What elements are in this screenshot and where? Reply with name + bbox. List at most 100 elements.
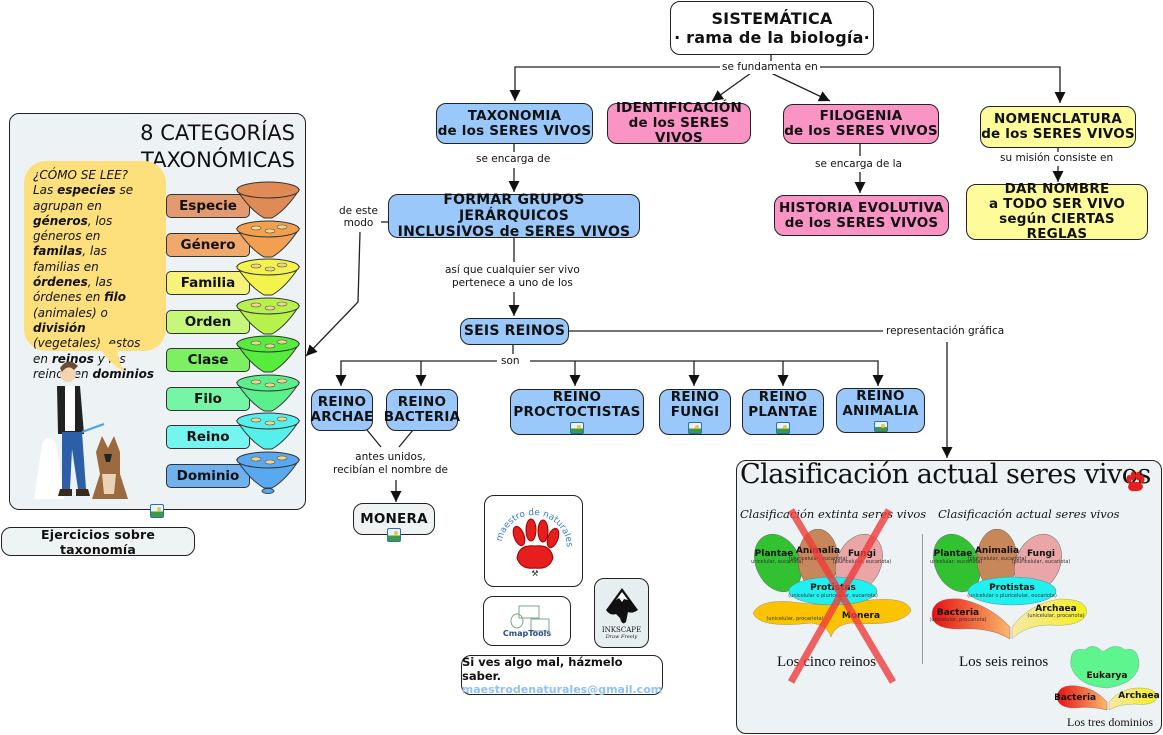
image-resource-icon[interactable] [873,421,888,432]
image-resource-icon[interactable] [776,422,790,434]
bubble-text: , las órdenes en [33,275,113,305]
category-orden: Orden [166,309,250,334]
root-title: SISTEMÁTICA [711,9,833,28]
node-formar-grupos[interactable]: FORMAR GRUPOS JERÁRQUICOS INCLUSIVOS de … [388,192,640,240]
image-resource-icon[interactable] [570,422,584,434]
link-label-antes-unidos: antes unidos, recibían el nombre de [331,451,450,477]
cmaptools-logo[interactable]: CmapTools [483,596,571,646]
petal-plantae: Plantae [755,549,794,559]
node-reino-animalia[interactable]: REINO ANIMALIA [836,388,925,433]
link-label-se-fundamenta-en: se fundamenta en [720,61,820,74]
bubble-bold: familas [33,244,83,259]
bubble-text: , los géneros en [33,213,113,244]
link-label-antes-line2: recibían el nombre de [333,464,448,476]
node-dar-nombre[interactable]: DAR NOMBRE a TODO SER VIVO según CIERTAS… [966,181,1148,242]
node-taxonomia[interactable]: TAXONOMIA de los SERES VIVOS [436,103,593,144]
link-label-de-este-modo: de este modo [337,205,380,229]
reino-animalia-line2: ANIMALIA [842,403,919,419]
node-reino-plantae[interactable]: REINO PLANTAE [742,389,824,435]
reino-plantae-line2: PLANTAE [748,404,818,420]
svg-text:⚒: ⚒ [531,569,538,578]
link-label-modo: modo [343,217,374,229]
petal-plantae-desc: (pluricelular, eucariota) [751,559,803,565]
bubble-bold: reinos [51,351,94,366]
node-filogenia-subtitle: de los SERES VIVOS [784,123,938,139]
root-node-sistematica[interactable]: SISTEMÁTICA · rama de la biología· [670,1,874,55]
bubble-bold: géneros [33,213,88,228]
email-link[interactable]: maestrodenaturales@gmail.com [461,682,663,696]
reino-archae-line2: ARCHAE [310,409,374,425]
speech-bubble: ¿CÓMO SE LEE? Las especies se agrupan en… [24,161,166,381]
ejercicios-link[interactable]: Ejercicios sobre taxonomía [1,526,195,557]
node-reino-archae[interactable]: REINO ARCHAE [311,389,373,431]
petal-archaea: Archaea [1035,604,1076,614]
petal-fungi: Fungi [1027,549,1055,559]
six-kingdoms-diagram: Plantae(pluricelular, eucariota)Animalia… [930,529,1087,639]
image-resource-icon[interactable] [150,504,164,518]
node-nomenclatura-subtitle: de los SERES VIVOS [981,126,1135,142]
node-reino-fungi[interactable]: REINO FUNGI [659,389,731,435]
inkscape-mountain-icon [605,588,638,624]
funnel-especie [235,181,301,219]
inkscape-tagline: Draw Freely [605,634,638,640]
maestro-de-naturales-logo[interactable]: maestro de naturales ⚒ [484,495,583,587]
petal-plantae-desc: (pluricelular, eucariota) [930,559,982,565]
link-label-asi-que-line2: pertenece a uno de los [451,277,573,289]
ejercicios-label: Ejercicios sobre taxonomía [40,526,156,557]
funnel-orden [235,297,301,334]
right-caption: Los seis reinos [959,654,1049,670]
reino-archae-line1: REINO [317,394,367,410]
inkscape-logo[interactable]: INKSCAPE Draw Freely [594,578,649,648]
funnel-dominio [235,451,301,494]
link-label-se-encarga-de: se encarga de [474,153,553,166]
bubble-bold: órdenes [33,275,88,290]
cmaptools-label: CmapTools [502,628,552,638]
bubble-bold: filo [104,290,126,305]
link-label-antes-line1: antes unidos, [355,451,426,463]
link-label-de-este: de este [339,205,378,217]
node-nomenclatura[interactable]: NOMENCLATURA de los SERES VIVOS [980,106,1136,148]
bubble-bold: dominios [92,366,154,381]
petal-bacteria: Bacteria [937,608,979,618]
categorias-title-line1: 8 CATEGORÍAS [140,121,295,145]
image-resource-icon[interactable] [688,422,702,434]
node-filogenia[interactable]: FILOGENIA de los SERES VIVOS [783,104,939,144]
left-subtitle: Clasificación extinta seres vivos [740,507,927,521]
right-subtitle: Clasificación actual seres vivos [938,507,1120,521]
reino-animalia-line1: REINO [856,388,905,404]
petal-fungi-desc: (pluricelular, eucariota) [1012,559,1071,565]
domain-archaea: Archaea [1118,691,1159,701]
node-seis-reinos-label: SEIS REINOS [463,323,566,339]
domains-caption: Los tres dominios [1067,715,1153,729]
node-seis-reinos[interactable]: SEIS REINOS [460,318,569,345]
node-monera-label: MONERA [360,510,428,527]
link-label-representacion-grafica: representación gráfica [884,325,1007,338]
petal-protistas-desc: (unicelular o pluricelular, eucariota) [788,593,878,599]
link-label-asi-que: así que cualquier ser vivo pertenece a u… [443,264,582,290]
category-género: Género [166,232,250,257]
bubble-text: se agrupan en [33,183,134,213]
node-monera[interactable]: MONERA [353,503,435,542]
root-subtitle: · rama de la biología· [674,28,870,47]
node-dar-nombre-line1: DAR NOMBRE [1004,181,1110,197]
bubble-tail [98,344,126,372]
reino-proctoctistas-line2: PROCTOCTISTAS [513,404,641,420]
reino-bacteria-line1: REINO [397,394,447,410]
reino-fungi-line1: REINO [670,389,720,405]
petal-protistas: Protistas [810,583,856,593]
node-reino-proctoctistas[interactable]: REINO PROCTOCTISTAS [510,389,644,435]
node-formar-line1: FORMAR GRUPOS JERÁRQUICOS [443,192,585,224]
node-historia-evolutiva[interactable]: HISTORIA EVOLUTIVA de los SERES VIVOS [774,195,949,236]
petal-bacteria-desc: (unicelular, procariota) [930,617,987,623]
panel-divider [922,534,923,664]
node-reino-bacteria[interactable]: REINO BACTERIA [384,389,460,431]
node-nomenclatura-title: NOMENCLATURA [993,111,1123,127]
link-label-son: son [499,355,522,368]
image-resource-icon[interactable] [387,528,401,542]
link-label-su-mision: su misión consiste en [998,152,1116,165]
reino-proctoctistas-line1: REINO [552,389,602,405]
domain-eukarya: Eukarya [1087,671,1128,681]
bubble-bold: especies [57,183,116,198]
feedback-box: Si ves algo mal, házmelo saber. maestrod… [461,655,663,696]
node-identificacion[interactable]: IDENTIFICACIÓN de los SERES VIVOS [607,101,751,146]
